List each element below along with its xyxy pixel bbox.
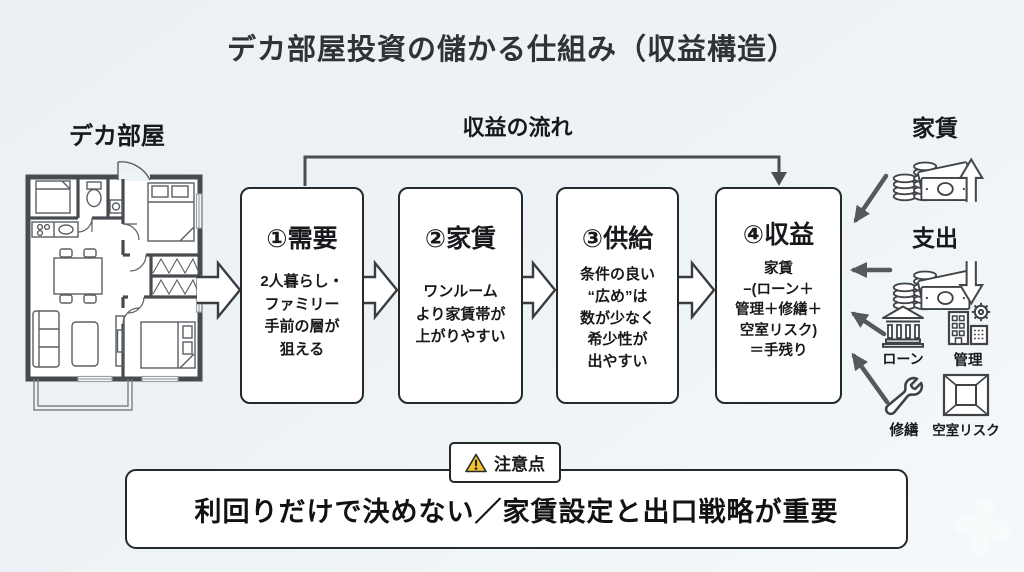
caution-badge-label: 注意点 xyxy=(494,455,545,474)
vacancy-room-icon xyxy=(942,373,990,417)
floorplan-label: デカ部屋 xyxy=(69,123,165,150)
building-gear-icon xyxy=(947,302,991,346)
revenue-flow-bracket-arrow xyxy=(303,155,787,186)
income-label: 家賃 xyxy=(912,115,958,141)
step-supply-heading: ③供給 xyxy=(581,225,654,253)
money-up-icon xyxy=(892,157,985,202)
step-profit-body: 家賃 −(ローン＋ 管理＋修繕＋ 空室リスク) ＝手残り xyxy=(735,261,822,360)
step-rent: ②家賃 ワンルーム より家賃帯が 上がりやすい xyxy=(398,187,523,404)
warning-triangle-icon xyxy=(465,453,487,472)
step-profit-heading: ④収益 xyxy=(742,221,815,249)
expense-label: 支出 xyxy=(912,225,958,251)
repair-label: 修繕 xyxy=(889,423,919,439)
vacancy-label: 空室リスク xyxy=(932,423,1000,438)
step-demand-body: 2人暮らし・ ファミリー 手前の層が 狙える xyxy=(260,273,344,358)
loan-label: ローン xyxy=(882,351,924,367)
bank-icon xyxy=(882,305,924,348)
step-rent-body: ワンルーム より家賃帯が 上がりやすい xyxy=(415,283,506,345)
caution-badge: 注意点 xyxy=(449,442,561,483)
step-supply: ③供給 条件の良い “広め”は 数が少なく 希少性が 出やすい xyxy=(556,187,679,404)
watermark-logo xyxy=(954,499,1010,555)
arrow-rent-to-profit xyxy=(853,173,889,224)
page-title: デカ部屋投資の儲かる仕組み（収益構造） xyxy=(226,34,797,66)
caution-text: 利回りだけで決めない／家賃設定と出口戦略が重要 xyxy=(194,496,839,527)
step-profit: ④収益 家賃 −(ローン＋ 管理＋修繕＋ 空室リスク) ＝手残り xyxy=(715,187,842,404)
step-demand-heading: ①需要 xyxy=(266,225,338,253)
step-rent-heading: ②家賃 xyxy=(424,225,497,253)
flow-label: 収益の流れ xyxy=(462,115,573,140)
management-label: 管理 xyxy=(953,353,983,369)
step-demand: ①需要 2人暮らし・ ファミリー 手前の層が 狙える xyxy=(240,187,364,404)
money-down-icon xyxy=(892,261,985,311)
wrench-icon xyxy=(884,376,924,416)
floorplan-image xyxy=(25,161,203,411)
step-supply-body: 条件の良い “広め”は 数が少なく 希少性が 出やすい xyxy=(579,266,655,370)
